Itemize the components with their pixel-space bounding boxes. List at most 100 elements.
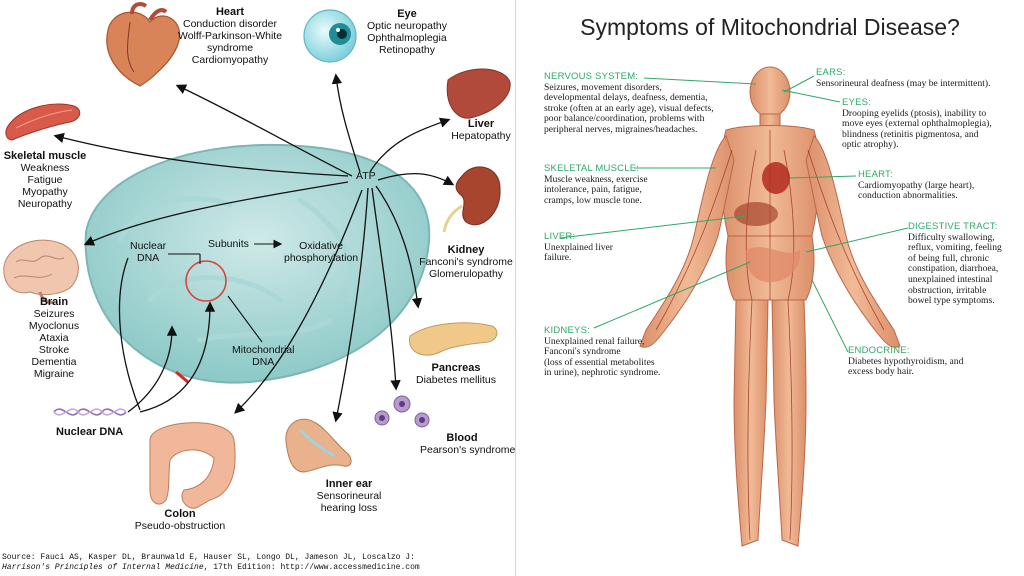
heart-symptoms: HEART: Cardiomyopathy (large heart), con… — [858, 169, 1022, 202]
mitochondrial-dna-label: Mitochondrial DNA — [232, 344, 295, 368]
ears-heading: EARS: — [816, 67, 846, 78]
blood-cells-icon — [374, 395, 430, 428]
skeletal-muscle-icon — [5, 103, 81, 141]
heart-item: Cardiomyopathy — [191, 54, 269, 66]
nervous-system-heading: NERVOUS SYSTEM: — [544, 71, 639, 82]
brain-item: Myoclonus — [28, 320, 80, 332]
mitochondrial-dna-circle — [185, 260, 227, 302]
brain-icon — [3, 239, 79, 304]
kidney-title: Kidney — [447, 244, 485, 256]
symptom-line: move eyes (external ophthalmoplegia), — [842, 118, 992, 130]
symptom-line: poor balance/coordination, problems with — [544, 113, 705, 125]
eye-item: Optic neuropathy — [367, 20, 447, 32]
pancreas-title: Pancreas — [431, 362, 481, 374]
kidney-icon — [442, 166, 501, 233]
symptom-line: excess body hair. — [848, 366, 914, 378]
colon-title: Colon — [164, 508, 196, 520]
symptom-line: optic atrophy). — [842, 139, 899, 151]
source-book-title: Harrison's Principles of Internal Medici… — [2, 563, 204, 572]
source-line-2: Harrison's Principles of Internal Medici… — [2, 563, 420, 573]
endocrine-heading: ENDOCRINE: — [848, 345, 910, 356]
symptom-line: failure. — [544, 252, 572, 264]
eye-label: Eye Optic neuropathy Ophthalmoplegia Ret… — [362, 8, 452, 56]
heart-icon — [106, 2, 181, 87]
brain-item: Stroke — [38, 344, 70, 356]
pancreas-icon — [408, 322, 498, 356]
oxidative-phosphorylation-label: Oxidative phosphorylation — [284, 240, 359, 264]
symptom-line: Muscle weakness, exercise — [544, 173, 648, 185]
brain-item: Ataxia — [39, 332, 69, 344]
human-body-illustration — [559, 66, 909, 547]
kidney-item: Glomerulopathy — [428, 268, 504, 280]
skeletal-muscle-heading: SKELETAL MUSCLE: — [544, 163, 640, 174]
liver-label: Liver Hepatopathy — [446, 118, 516, 142]
symptom-line: peripheral nerves, migraines/headaches. — [544, 123, 698, 135]
symptom-line: blindness (retinitis pigmentosa, and — [842, 128, 979, 140]
nuclear-dna-inner-label: Nuclear DNA — [130, 240, 167, 264]
symptom-line: Seizures, movement disorders, — [544, 81, 662, 93]
symptom-line: Cardiomyopathy (large heart), — [858, 179, 975, 191]
heart-label: Heart Conduction disorder Wolff-Parkinso… — [170, 6, 290, 66]
symptom-line: Sensorineural deafness (may be intermitt… — [816, 77, 991, 89]
eyes-symptoms: EYES: Drooping eyelids (ptosis), inabili… — [842, 97, 1022, 151]
pancreas-label: Pancreas Diabetes mellitus — [404, 362, 508, 386]
symptom-line: obstruction, irritable — [908, 284, 987, 296]
kidneys-heading: KIDNEYS: — [544, 325, 590, 336]
subunits-label: Subunits — [208, 238, 249, 250]
symptom-line: reflux, vomiting, feeling — [908, 242, 1002, 254]
atp-label: ATP — [356, 170, 376, 182]
source-edition: , 17th Edition: http://www.accessmedicin… — [203, 563, 420, 572]
skeletal-muscle-item: Neuropathy — [17, 198, 73, 210]
symptoms-panel: Symptoms of Mitochondrial Disease? — [516, 0, 1024, 576]
inner-ear-item: hearing loss — [320, 502, 378, 514]
brain-title: Brain — [39, 296, 69, 308]
inner-ear-label: Inner ear Sensorineural hearing loss — [304, 478, 394, 514]
skeletal-muscle-title: Skeletal muscle — [3, 150, 87, 162]
mitochondrion-shape — [84, 144, 431, 384]
brain-label: Brain Seizures Myoclonus Ataxia Stroke D… — [14, 296, 94, 380]
heart-item: syndrome — [206, 42, 254, 54]
blood-item: Pearson's syndrome — [420, 444, 516, 456]
brain-item: Seizures — [33, 308, 75, 320]
digestive-tract-heading: DIGESTIVE TRACT: — [908, 221, 998, 232]
nuclear-dna-label: Nuclear DNA — [56, 426, 124, 438]
liver-item: Hepatopathy — [451, 130, 511, 142]
liver-icon — [446, 68, 511, 119]
skeletal-muscle-item: Weakness — [20, 162, 70, 174]
liver-heading: LIVER: — [544, 231, 576, 242]
digestive-tract-symptoms: DIGESTIVE TRACT: Difficulty swallowing, … — [908, 221, 1024, 307]
skeletal-muscle-symptoms: SKELETAL MUSCLE: Muscle weakness, exerci… — [544, 163, 704, 206]
blood-label: Blood Pearson's syndrome — [420, 432, 516, 456]
symptom-line: Drooping eyelids (ptosis), inability to — [842, 107, 987, 119]
symptom-line: Fanconi's syndrome — [544, 346, 621, 358]
kidneys-symptoms: KIDNEYS: Unexplained renal failure, Fanc… — [544, 325, 714, 379]
inner-ear-title: Inner ear — [325, 478, 373, 490]
symptom-line: Diabetes hypothyroidism, and — [848, 355, 964, 367]
symptom-line: bowel type symptoms. — [908, 295, 995, 307]
symptom-line: stroke (often at an early age), visual d… — [544, 102, 714, 114]
colon-item: Pseudo-obstruction — [134, 520, 226, 532]
skeletal-muscle-label: Skeletal muscle Weakness Fatigue Myopath… — [0, 150, 90, 210]
colon-icon — [149, 422, 236, 509]
eyes-heading: EYES: — [842, 97, 871, 108]
symptom-line: conduction abnormalities. — [858, 190, 958, 202]
kidney-item: Fanconi's syndrome — [419, 256, 513, 268]
symptom-line: Difficulty swallowing, — [908, 231, 995, 243]
skeletal-muscle-item: Fatigue — [27, 174, 63, 186]
nervous-system-symptoms: NERVOUS SYSTEM: Seizures, movement disor… — [544, 71, 754, 136]
liver-title: Liver — [467, 118, 495, 130]
brain-item: Dementia — [31, 356, 77, 368]
symptom-line: cramps, low muscle tone. — [544, 194, 642, 206]
heart-heading: HEART: — [858, 169, 893, 180]
heart-item: Conduction disorder — [183, 18, 277, 30]
eye-icon — [303, 9, 357, 63]
symptom-line: developmental delays, deafness, dementia… — [544, 92, 708, 104]
dna-helix-icon — [53, 408, 127, 416]
ears-symptoms: EARS: Sensorineural deafness (may be int… — [816, 67, 1024, 89]
heart-item: Wolff-Parkinson-White — [177, 30, 283, 42]
symptom-line: constipation, diarrhoea, — [908, 263, 999, 275]
mitochondria-diagram-panel: ATP Nuclear DNA Subunits Oxidative phosp… — [0, 2, 516, 573]
blood-title: Blood — [446, 432, 478, 444]
brain-item: Migraine — [33, 368, 75, 380]
symptom-line: unexplained intestinal — [908, 273, 993, 285]
